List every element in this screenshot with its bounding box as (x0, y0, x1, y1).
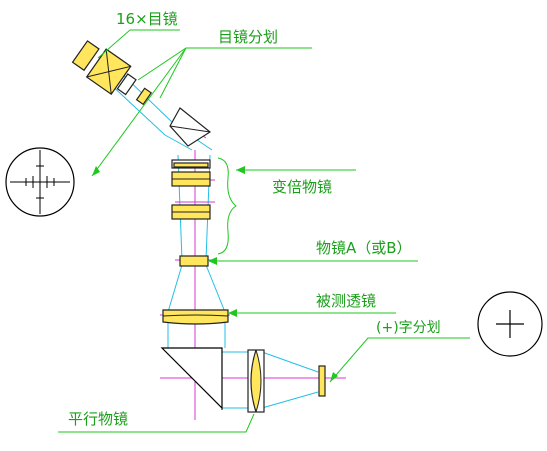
crosshair-view-icon (477, 291, 543, 357)
zoom-objective-lenses (171, 159, 211, 220)
prism (169, 107, 212, 147)
zoom-brace (217, 157, 237, 255)
objective-lens (179, 255, 209, 267)
collimator-housing (160, 347, 223, 410)
label-reticle: 目镜分划 (218, 28, 278, 46)
label-lens-under-test: 被测透镜 (316, 292, 376, 310)
label-objective: 物镜A（或B） (316, 239, 412, 257)
collimator-lens (247, 349, 265, 413)
eyepiece-lens-1 (71, 40, 100, 72)
reticle-scale-view-icon (5, 147, 75, 217)
eyepiece-assembly (71, 40, 153, 106)
cross-reticle-plate (318, 365, 326, 397)
reticle-plate (135, 87, 153, 106)
label-collimator: 平行物镜 (68, 410, 128, 428)
leader-lines (58, 29, 470, 433)
label-eyepiece: 16×目镜 (116, 10, 178, 28)
label-zoom-objective: 变倍物镜 (272, 178, 332, 196)
label-cross-reticle: (+)字分划 (376, 320, 441, 336)
lens-under-test (162, 309, 229, 325)
